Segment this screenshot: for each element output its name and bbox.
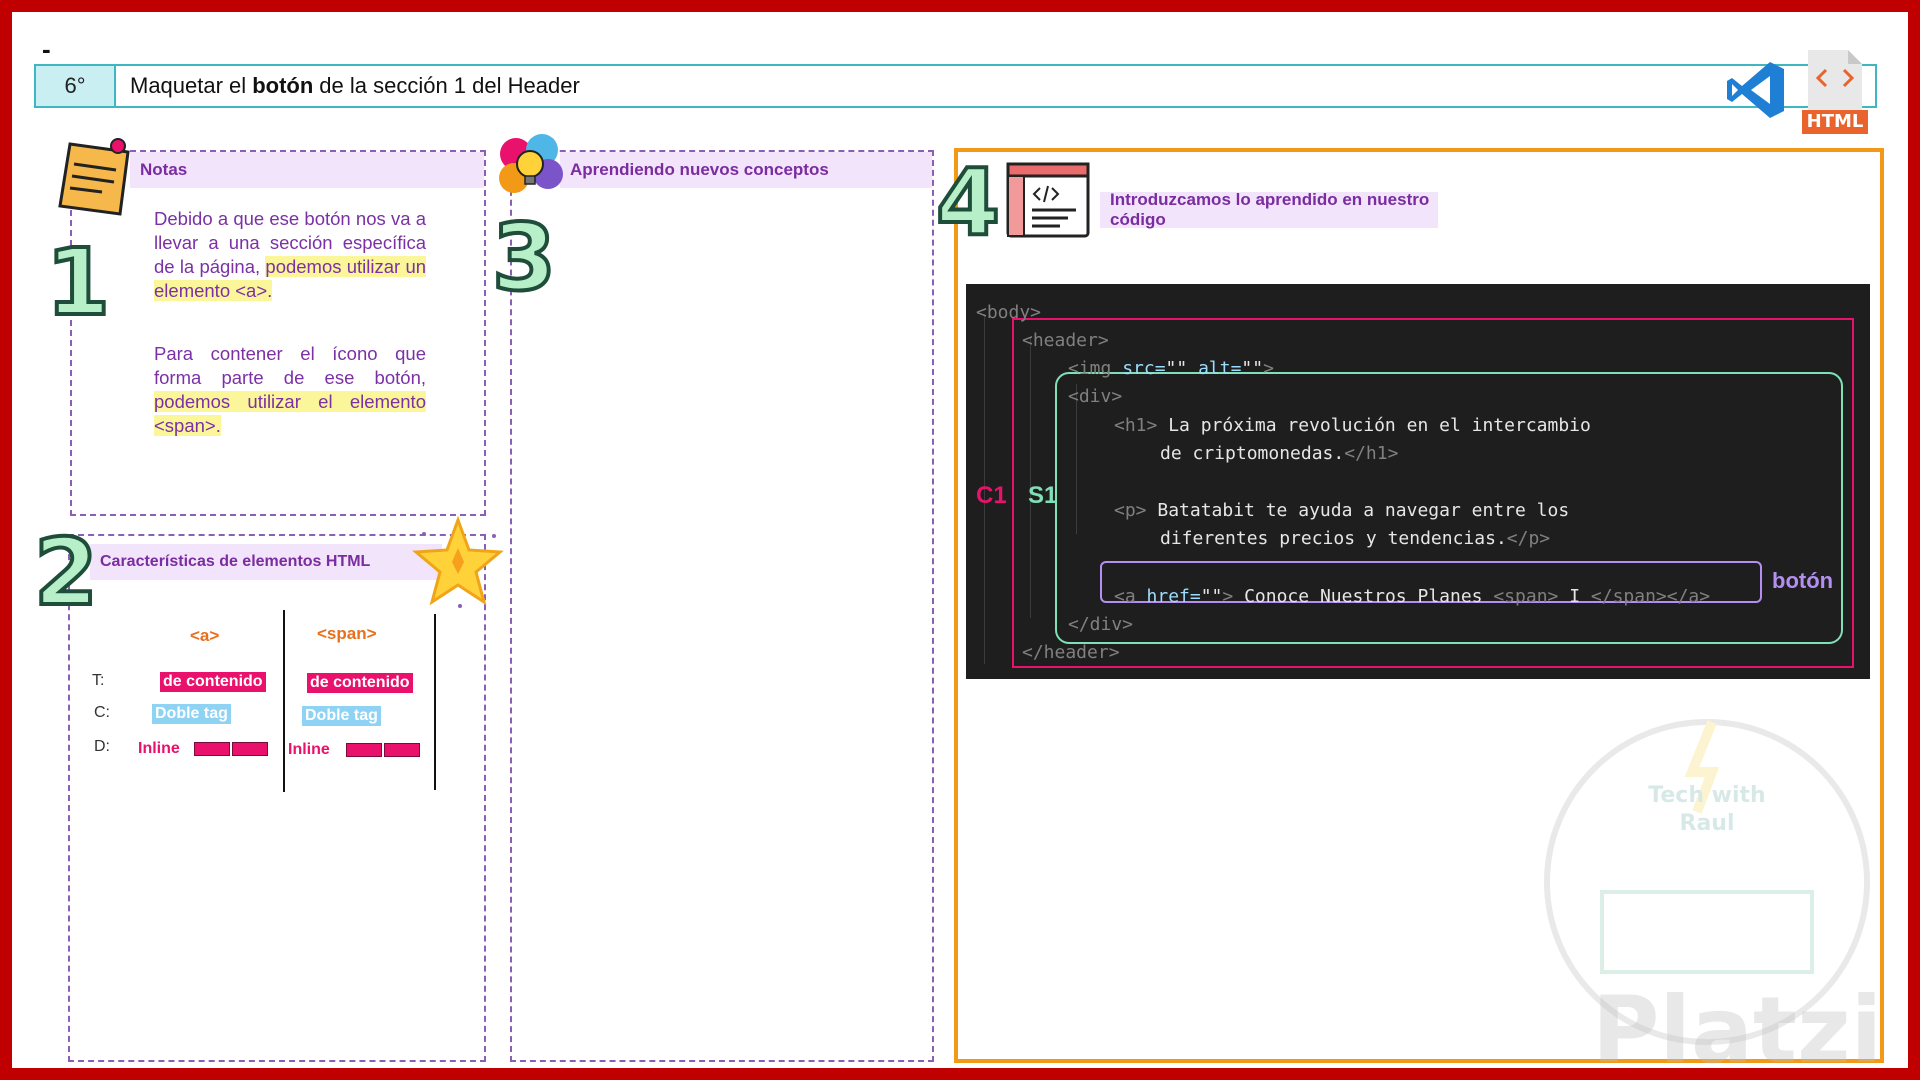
code-line-header-open: <header> xyxy=(1022,330,1109,351)
code-panel xyxy=(954,148,1884,1063)
column-span-header: <span> xyxy=(317,624,377,643)
code-window-icon xyxy=(1006,162,1090,238)
code-line-body-open: <body> xyxy=(976,302,1042,323)
span-display-label: Inline xyxy=(288,741,330,758)
title-bold: botón xyxy=(252,73,314,98)
html-badge: HTML xyxy=(1802,110,1868,134)
html-file-icon: HTML xyxy=(1802,48,1868,134)
code-panel-title: Introduzcamos lo aprendido en nuestro có… xyxy=(1100,190,1438,229)
vscode-icon xyxy=(1727,62,1784,118)
column-divider-2 xyxy=(434,614,436,790)
title-post: de la sección 1 del Header xyxy=(319,73,580,98)
platzi-watermark: Platzi xyxy=(1592,977,1883,1068)
notes-panel xyxy=(70,150,486,516)
span-inline-box-2 xyxy=(384,743,420,757)
step-marker-4: 4 xyxy=(934,149,1002,256)
sticky-note-icon xyxy=(58,138,130,216)
brain-idea-icon xyxy=(499,134,563,193)
tech-with-raul-watermark: Tech with Raul xyxy=(1544,719,1870,1045)
code-editor xyxy=(966,284,1870,679)
column-a-header: <a> xyxy=(190,626,220,645)
concepts-panel xyxy=(510,150,934,1062)
s1-label: S1 xyxy=(1028,482,1058,509)
characteristics-panel xyxy=(68,534,486,1062)
title-bar: 6° Maquetar el botón de la sección 1 del… xyxy=(34,64,1877,108)
notes-paragraph-2: Para contener el ícono que forma parte d… xyxy=(154,342,426,438)
notes-paragraph-1: Debido a que ese botón nos va a llevar a… xyxy=(154,207,427,303)
file-icon xyxy=(1808,50,1862,112)
code-line-h1-1: <h1> La próxima revolución en el interca… xyxy=(1114,415,1591,436)
indent-guide xyxy=(1076,384,1077,534)
code-line-img: <img src="" alt=""> xyxy=(1068,358,1274,379)
a-display-label: Inline xyxy=(138,740,180,757)
code-line-h1-2: de criptomonedas.</h1> xyxy=(1160,443,1399,464)
code-line-div-close: </div> xyxy=(1068,614,1134,635)
dash-mark: - xyxy=(42,34,51,64)
notes-p1-text: Debido a que ese botón nos va a llevar a… xyxy=(154,208,426,277)
column-divider-1 xyxy=(283,610,285,792)
span-inline-box-1 xyxy=(346,743,382,757)
slide-canvas: - 6° Maquetar el botón de la sección 1 d… xyxy=(12,12,1908,1068)
title-pre: Maquetar el xyxy=(130,73,247,98)
indent-guide xyxy=(1030,338,1031,618)
code-line-div-open: <div> xyxy=(1068,386,1123,407)
characteristics-title: Características de elementos HTML xyxy=(90,544,442,580)
c1-highlight-box xyxy=(1012,318,1854,668)
a-inline-box-2 xyxy=(232,742,268,756)
notes-p2-highlight: podemos utilizar el elemento <span>. xyxy=(154,391,426,436)
notes-title: Notas xyxy=(130,152,484,188)
a-type-chip: de contenido xyxy=(160,672,266,692)
row-label-display: D: xyxy=(94,738,110,755)
indent-guide xyxy=(984,314,985,664)
code-line-anchor: <a href=""> Conoce Nuestros Planes <span… xyxy=(1114,586,1711,607)
code-line-p-2: diferentes precios y tendencias.</p> xyxy=(1160,528,1551,549)
a-content-chip: Doble tag xyxy=(152,704,231,724)
button-highlight-box xyxy=(1100,561,1762,603)
button-label: botón xyxy=(1772,568,1834,593)
step-marker-1: 1 xyxy=(44,229,112,336)
s1-highlight-box xyxy=(1055,372,1843,644)
step-marker-3: 3 xyxy=(490,204,558,311)
watermark-line-1: Tech with xyxy=(1648,783,1765,808)
span-type-chip: de contenido xyxy=(307,673,413,693)
notes-p2-text: Para contener el ícono que forma parte d… xyxy=(154,343,426,388)
code-line-header-close: </header> xyxy=(1022,642,1120,663)
step-number: 6° xyxy=(36,66,116,106)
step-title: Maquetar el botón de la sección 1 del He… xyxy=(116,66,580,106)
code-lines: <body> <header> <img src="" alt=""> <div… xyxy=(966,284,1870,679)
a-inline-box-1 xyxy=(194,742,230,756)
step-marker-2: 2 xyxy=(32,519,100,626)
code-line-p-1: <p> Batatabit te ayuda a navegar entre l… xyxy=(1114,500,1570,521)
row-label-content: C: xyxy=(94,704,110,721)
star-icon xyxy=(412,515,504,608)
c1-label: C1 xyxy=(976,482,1007,509)
row-label-type: T: xyxy=(92,672,105,689)
watermark-line-2: Raul xyxy=(1680,811,1735,836)
concepts-title: Aprendiendo nuevos conceptos xyxy=(560,152,932,188)
span-content-chip: Doble tag xyxy=(302,706,381,726)
